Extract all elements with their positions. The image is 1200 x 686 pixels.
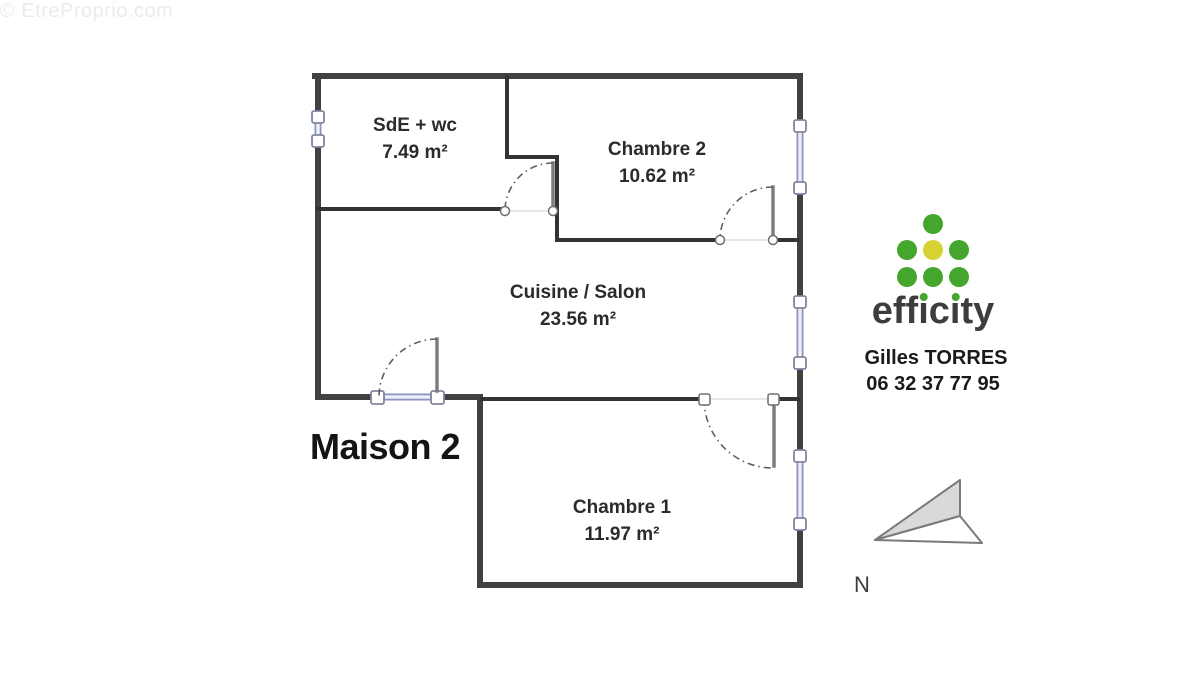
door-arcs [378,162,774,469]
i-dot-icon [951,293,960,301]
windows [311,110,807,531]
room-label-sde: SdE + wc 7.49 m² [373,112,457,166]
plan-title: Maison 2 [310,426,461,467]
room-name: Cuisine / Salon [509,282,647,303]
i-dot-icon [919,293,928,301]
agent-name: Gilles TORRES [864,347,1008,369]
efficity-wordmark: efficity [872,291,994,331]
door-arc-chambre1 [703,398,774,469]
agent-phone: 06 32 37 77 95 [866,373,1000,395]
room-label-cuisine-salon: Cuisine / Salon 23.56 m² [510,279,646,333]
watermark: © EtreProprio.com [0,0,174,22]
room-area: 7.49 m² [382,142,448,163]
room-area: 23.56 m² [539,309,617,330]
door-posts [499,205,780,406]
door-arc-entrance [378,338,438,397]
door-thresholds [504,210,774,400]
efficity-wordmark-text: efficity [871,290,995,332]
room-name: SdE + wc [373,115,457,136]
door-arc-sde [504,162,554,212]
room-area: 10.62 m² [618,166,696,187]
room-name: Chambre 2 [607,139,707,160]
wall-sde-chambre2-step [505,75,559,242]
door-leaves [435,161,776,468]
room-label-chambre2: Chambre 2 10.62 m² [608,136,706,190]
north-label: N [854,572,870,597]
room-area: 11.97 m² [584,524,660,545]
north-arrow-icon [874,479,983,544]
door-arc-chambre2 [719,186,774,241]
efficity-logo-dots [897,214,969,287]
room-label-chambre1: Chambre 1 11.97 m² [573,494,671,548]
room-name: Chambre 1 [572,497,672,518]
